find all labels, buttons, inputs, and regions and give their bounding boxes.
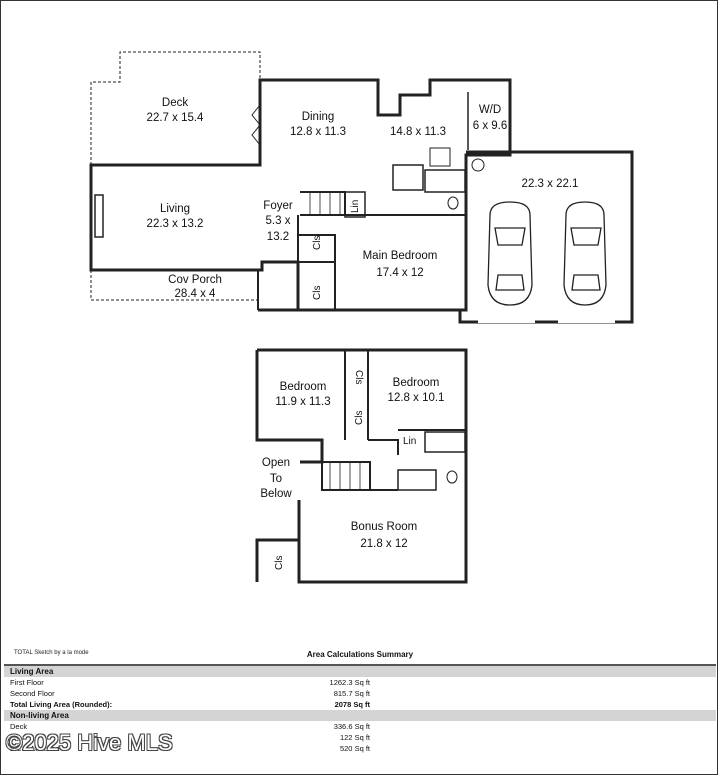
sketch-credit: TOTAL Sketch by a la mode [14, 650, 89, 656]
living-name: Living [160, 203, 190, 215]
dining-dims: 12.8 x 11.3 [290, 126, 346, 138]
vanity-2 [397, 469, 437, 491]
wd-dims: 6 x 9.6 [473, 120, 508, 132]
porch-dims: 28.4 x 4 [175, 288, 217, 300]
lin-label-2: Lin [403, 436, 416, 447]
table-row: First Floor 1262.3 Sq ft [4, 677, 716, 688]
stairs-2 [321, 461, 371, 491]
row-label: Second Floor [10, 689, 55, 698]
foyer-name: Foyer [263, 200, 293, 212]
table-row: Second Floor 815.7 Sq ft [4, 688, 716, 699]
cls-label-3: Cls [353, 370, 364, 384]
row-value: 815.7 Sq ft [333, 689, 370, 698]
first-floor [89, 51, 634, 324]
bedroom-left-dims: 11.9 x 11.3 [275, 396, 330, 408]
linen-closet [344, 191, 366, 218]
dining-name: Dining [302, 111, 335, 123]
row-label: 2 Car Attached [10, 744, 60, 753]
living-area-heading: Living Area [4, 666, 716, 677]
total-row: Total Living Area (Rounded): 2078 Sq ft [4, 699, 716, 710]
table-row: Deck 336.6 Sq ft [4, 721, 716, 732]
bedroom-right-dims: 12.8 x 10.1 [388, 392, 445, 404]
bath-vanity [392, 164, 424, 191]
open-to-below-2: To [270, 473, 282, 485]
lin-label: Lin [350, 200, 361, 213]
closet-walls [344, 350, 369, 440]
bonus-room-name: Bonus Room [351, 521, 417, 533]
garage-walls [458, 150, 634, 324]
cls-label-4: Cls [354, 411, 365, 425]
summary-title: Area Calculations Summary [306, 650, 414, 659]
fireplace [94, 194, 104, 238]
wd-door-swing [471, 158, 485, 172]
row-value: 1262.3 Sq ft [329, 678, 370, 687]
garage-dims: 22.3 x 22.1 [522, 178, 579, 190]
wd-name: W/D [479, 104, 501, 116]
bonus-room-dims: 21.8 x 12 [360, 538, 407, 550]
first-floor-labels: Deck 22.7 x 15.4 Dining 12.8 x 11.3 14.8… [147, 97, 579, 300]
open-to-below-1: Open [262, 457, 290, 469]
total-label: Total Living Area (Rounded): [10, 700, 113, 709]
living-dims: 22.3 x 13.2 [147, 218, 204, 230]
area-summary-table: Living Area First Floor 1262.3 Sq ft Sec… [4, 664, 716, 776]
row-value: 122 Sq ft [339, 733, 370, 742]
main-bedroom-name: Main Bedroom [363, 250, 438, 262]
deck-name: Deck [162, 97, 188, 109]
cls-label-5: Cls [274, 556, 285, 570]
car-2 [563, 201, 607, 306]
car-1 [487, 201, 533, 306]
bedroom-left-name: Bedroom [280, 381, 327, 393]
kitchen-sink [429, 147, 451, 167]
non-living-area-heading: Non-living Area [4, 710, 716, 721]
hall-walls [368, 429, 466, 455]
foyer-dims-b: 13.2 [267, 231, 289, 243]
bedroom-right-name: Bedroom [393, 377, 440, 389]
row-value: 336.6 Sq ft [333, 722, 370, 731]
floor-plan: Deck 22.7 x 15.4 Dining 12.8 x 11.3 14.8… [89, 51, 634, 584]
cls-label-2: Cls [312, 286, 323, 300]
second-floor [255, 348, 468, 584]
total-value: 2078 Sq ft [334, 700, 370, 709]
porch-outline [90, 270, 258, 301]
row-label: First Floor [10, 678, 44, 687]
kitchen-dims: 14.8 x 11.3 [390, 126, 446, 138]
main-bedroom-dims: 17.4 x 12 [376, 267, 423, 279]
cls-label-1: Cls [312, 236, 323, 250]
house-walls [89, 78, 512, 312]
foyer-dims-a: 5.3 x [266, 215, 291, 227]
open-to-below-3: Below [260, 488, 292, 500]
tub-2 [424, 431, 466, 453]
row-value: 520 Sq ft [339, 744, 370, 753]
watermark: ©2025 Hive MLS [6, 730, 173, 755]
table-row: 122 Sq ft [4, 732, 716, 743]
deck-doors [251, 104, 261, 146]
toilet [447, 196, 459, 210]
second-floor-labels: Bedroom 11.9 x 11.3 Bedroom 12.8 x 10.1 … [260, 370, 444, 570]
stairs [300, 191, 346, 216]
deck-dims: 22.7 x 15.4 [147, 112, 205, 124]
row-label: Deck [10, 722, 28, 731]
porch-name: Cov Porch [168, 274, 222, 286]
deck-outline [90, 51, 261, 165]
toilet-2 [446, 470, 458, 484]
closets [297, 215, 336, 310]
bath-tub [424, 169, 466, 193]
table-row: 2 Car Attached 520 Sq ft [4, 743, 716, 754]
